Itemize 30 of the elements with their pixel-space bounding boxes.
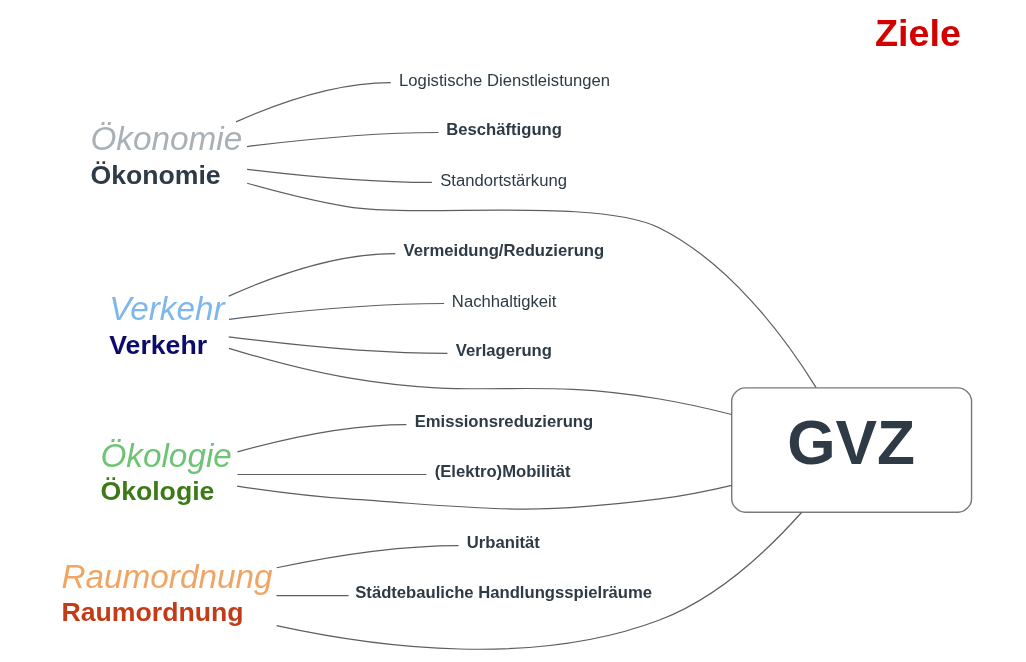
connector	[246, 168, 432, 184]
connector	[234, 81, 391, 123]
connector	[275, 594, 349, 597]
connector	[275, 511, 802, 650]
node-text: Logistische Dienstleistungen	[398, 71, 610, 91]
connector	[246, 182, 817, 389]
node-text: Verkehr Verkehr	[108, 290, 225, 360]
node-text: Nachhaltigkeit	[451, 292, 556, 312]
node-text: Beschäftigung	[445, 120, 562, 140]
node-text: Standortstärkung	[439, 171, 567, 191]
node-text: (Elektro)Mobilität	[434, 462, 571, 482]
diagram-title: Ziele	[874, 12, 961, 55]
node-text: Verlagerung	[455, 341, 552, 361]
node-box: GVZ	[730, 387, 972, 513]
connector	[275, 544, 459, 569]
connector	[227, 252, 396, 297]
connector	[245, 131, 439, 148]
node-text: Urbanität	[466, 533, 540, 553]
connector	[227, 302, 445, 320]
connector	[236, 484, 732, 510]
node-text: Emissionsreduzierung	[414, 412, 593, 432]
connector	[227, 336, 448, 355]
node-text: Vermeidung/Reduzierung	[403, 241, 604, 261]
node-text: Raumordnung Raumordnung	[61, 557, 273, 628]
connector	[227, 347, 732, 416]
node-text: Ökologie Ökologie	[99, 436, 232, 507]
connector	[236, 473, 427, 476]
node-text: Ökonomie Ökonomie	[89, 120, 242, 190]
node-text: Städtebauliche Handlungsspielräume	[354, 583, 652, 603]
connector	[236, 423, 407, 453]
